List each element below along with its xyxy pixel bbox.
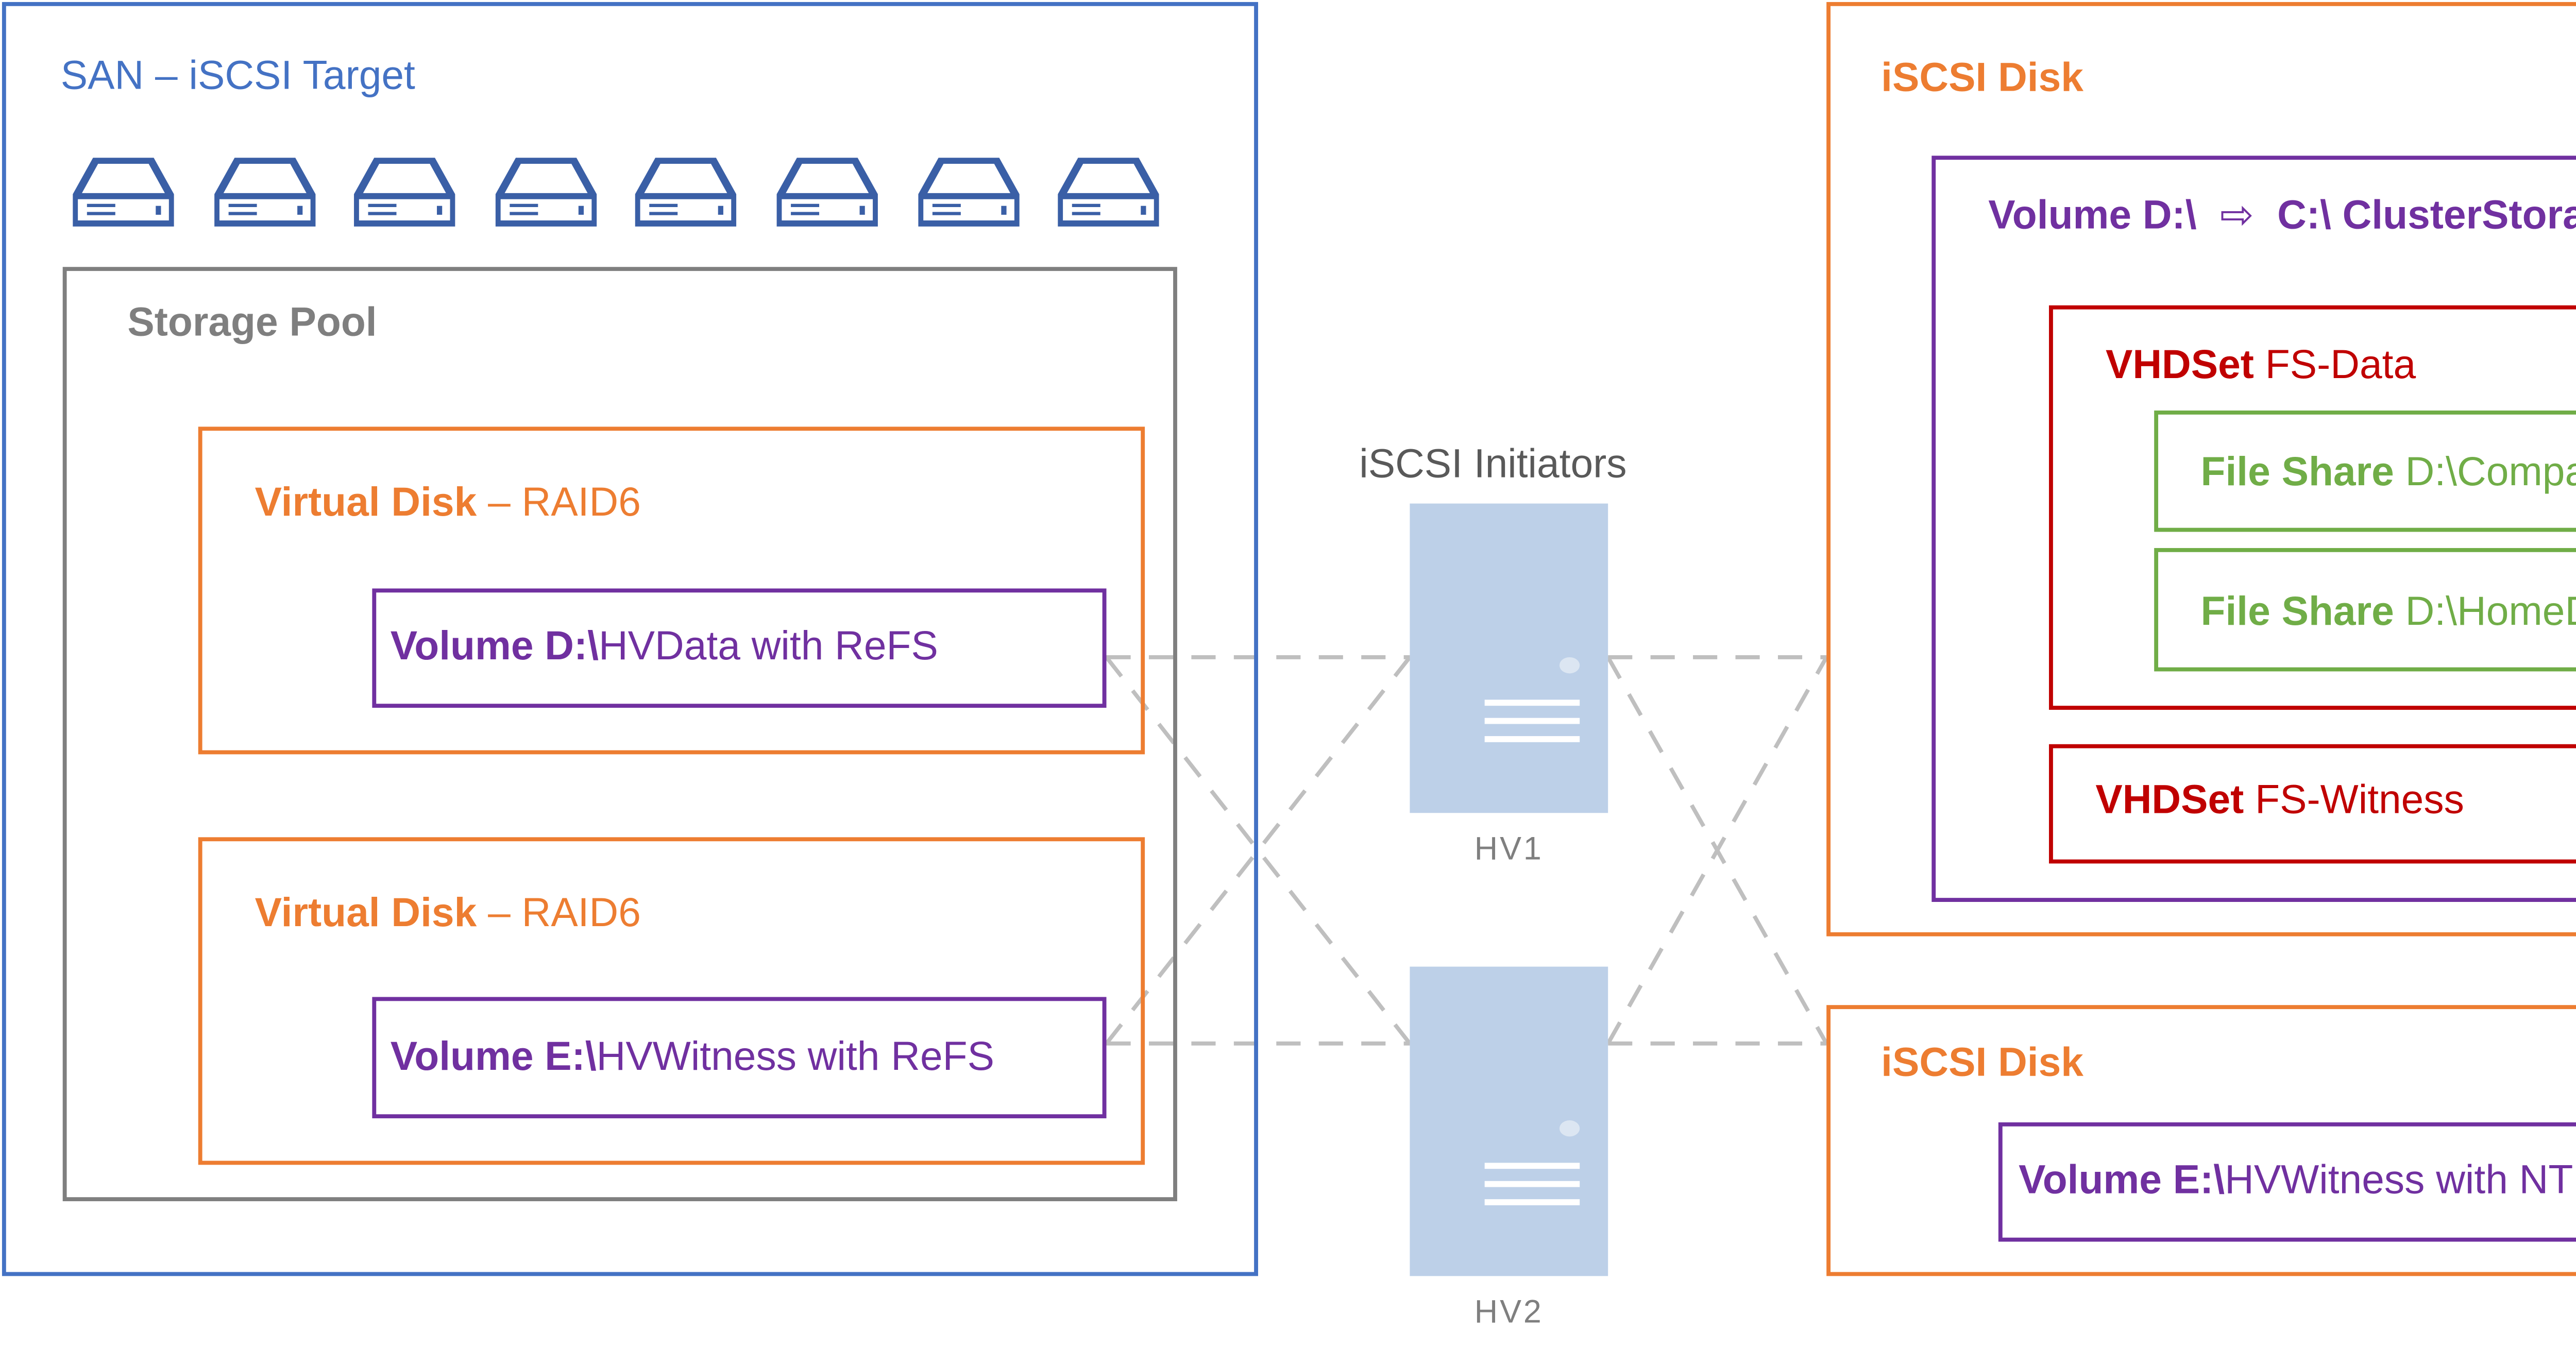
- hv1-server-icon[interactable]: [1410, 503, 1608, 813]
- volume-e-ntfs-label: Volume E:\HVWitness with NTFS: [2019, 1157, 2576, 1205]
- hard-drive-icon: [210, 156, 319, 228]
- virtual-disk-2-box[interactable]: [198, 837, 1145, 1165]
- iscsi-disk-1-title: iSCSI Disk: [1881, 56, 2083, 101]
- san-target-box[interactable]: [2, 2, 1258, 1276]
- san-title: SAN – iSCSI Target: [60, 55, 415, 99]
- virtual-disk-2-label-rest: – RAID6: [477, 892, 641, 936]
- csv-volume-target: C:\ ClusterStorage\Volume1: [2277, 194, 2576, 239]
- server-slot-line: [1484, 1163, 1580, 1169]
- storage-pool-box[interactable]: [62, 267, 1177, 1202]
- virtual-disk-1-label-rest: – RAID6: [477, 481, 641, 526]
- server-slot-line: [1484, 699, 1580, 706]
- hard-drive-icon: [773, 156, 882, 228]
- vhdset-fs-witness-label: VHDSet FS-Witness: [2095, 777, 2464, 825]
- volume-e-refs-bold: Volume E:\: [390, 1035, 597, 1080]
- virtual-disk-2-label-bold: Virtual Disk: [255, 892, 477, 936]
- vhdset-fs-data-bold: VHDSet: [2105, 344, 2254, 388]
- volume-e-ntfs-bold: Volume E:\: [2019, 1158, 2225, 1203]
- virtual-disk-1-box[interactable]: [198, 426, 1145, 755]
- volume-e-hvwitness-refs-box[interactable]: [372, 997, 1107, 1119]
- volume-d-hvdata-label: Volume D:\HVData with ReFS: [391, 623, 938, 671]
- server-led-icon: [1559, 657, 1580, 674]
- server-slot-line: [1484, 1199, 1580, 1205]
- vhdset-fs-witness-rest: FS-Witness: [2244, 778, 2464, 823]
- file-share-1-rest: D:\Company_Data$: [2405, 451, 2576, 496]
- virtual-disk-1-label: Virtual Disk – RAID6: [255, 479, 641, 527]
- file-share-company-data-box[interactable]: [2154, 410, 2576, 532]
- iscsi-disk-2-box[interactable]: [1826, 1005, 2576, 1276]
- hard-drive-icon: [913, 156, 1023, 228]
- volume-d-hvdata-rest: HVData with ReFS: [598, 625, 938, 670]
- hv2-server-icon[interactable]: [1410, 966, 1608, 1276]
- iscsi-initiators-title: iSCSI Initiators: [1359, 442, 1627, 488]
- vhdset-fs-data-box[interactable]: [2049, 305, 2576, 710]
- hard-drive-icon: [69, 156, 178, 228]
- arrow-right-icon: ⇨: [2219, 194, 2254, 239]
- csv-volume-source: Volume D:\: [1988, 194, 2197, 239]
- server-led-icon: [1559, 1120, 1580, 1137]
- hv1-label: HV1: [1474, 833, 1544, 868]
- link-hv2-disk1: [1606, 656, 1828, 1045]
- vhdset-fs-data-rest: FS-Data: [2253, 344, 2416, 388]
- file-share-1-bold: File Share: [2200, 451, 2394, 496]
- server-slot-line: [1484, 718, 1580, 724]
- hard-drive-icon: [491, 156, 600, 228]
- csv-volume-label: Volume D:\ ⇨ C:\ ClusterStorage\Volume1: [1988, 192, 2576, 241]
- file-share-company-data-label: File Share D:\Company_Data$: [2200, 449, 2576, 498]
- iscsi-disk-1-box[interactable]: [1826, 2, 2576, 936]
- iscsi-disk-2-title: iSCSI Disk: [1881, 1041, 2083, 1086]
- csv-volume-box[interactable]: [1931, 156, 2576, 902]
- file-share-2-bold: File Share: [2200, 590, 2394, 635]
- server-slot-line: [1484, 736, 1580, 742]
- hard-drive-icon: [632, 156, 741, 228]
- vhdset-fs-data-label: VHDSet FS-Data: [2106, 342, 2416, 390]
- vhdset-fs-witness-box[interactable]: [2049, 744, 2576, 864]
- volume-e-hvwitness-refs-label: Volume E:\HVWitness with ReFS: [391, 1033, 994, 1082]
- storage-pool-title: Storage Pool: [127, 301, 377, 346]
- virtual-disk-1-label-bold: Virtual Disk: [255, 481, 477, 526]
- volume-e-ntfs-box[interactable]: [1998, 1122, 2576, 1242]
- volume-e-refs-rest: HVWitness with ReFS: [596, 1035, 994, 1080]
- volume-d-hvdata-box[interactable]: [372, 588, 1107, 708]
- hv2-label: HV2: [1474, 1296, 1544, 1331]
- virtual-disk-2-label: Virtual Disk – RAID6: [255, 890, 641, 938]
- hard-drive-icon: [1054, 156, 1163, 228]
- file-share-2-rest: D:\HomeDir$: [2405, 590, 2576, 635]
- volume-d-hvdata-bold: Volume D:\: [390, 625, 599, 670]
- file-share-homedir-label: File Share D:\HomeDir$: [2200, 588, 2576, 637]
- file-share-homedir-box[interactable]: [2154, 548, 2576, 672]
- vhdset-fs-witness-bold: VHDSet: [2095, 778, 2244, 823]
- hard-drive-icon: [350, 156, 460, 228]
- volume-e-ntfs-rest: HVWitness with NTFS: [2225, 1158, 2576, 1203]
- server-slot-line: [1484, 1181, 1580, 1187]
